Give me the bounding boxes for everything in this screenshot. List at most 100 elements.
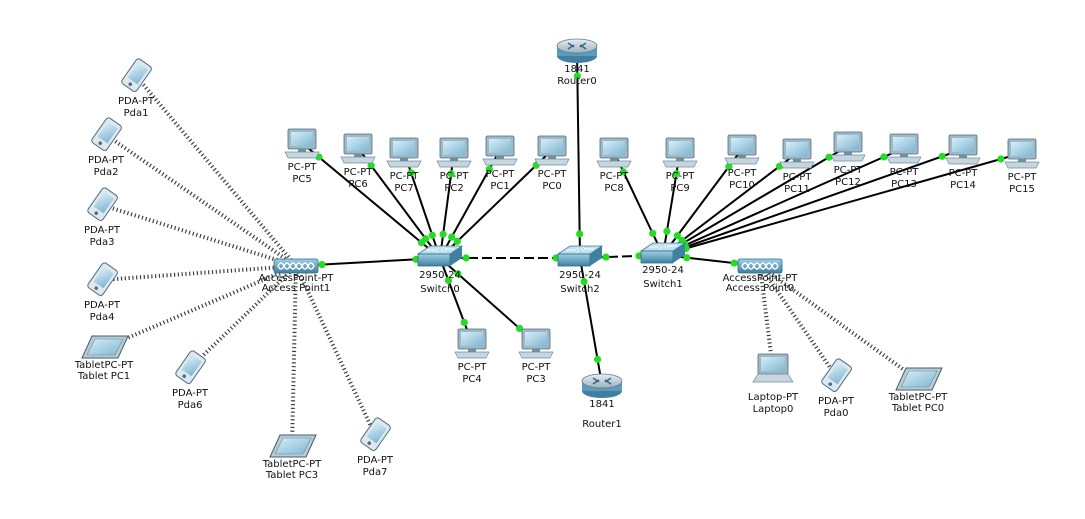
device-name-label: PC7 xyxy=(394,183,413,194)
pda-icon[interactable] xyxy=(121,58,153,93)
link-pc14-switch1[interactable] xyxy=(662,148,964,256)
pc-icon[interactable] xyxy=(534,135,570,166)
pc-icon[interactable] xyxy=(482,135,518,166)
pda-icon[interactable] xyxy=(91,117,123,152)
pda-icon[interactable] xyxy=(175,350,207,385)
link-router0-switch2[interactable] xyxy=(576,49,581,259)
device-type-label: 2950-24 xyxy=(559,270,601,281)
access-point-icon[interactable] xyxy=(737,258,783,274)
device-type-label: PDA-PT xyxy=(84,300,121,311)
link-pc5-switch0[interactable] xyxy=(301,142,441,259)
device-type-label: PC-PT xyxy=(783,172,813,183)
link-pc9-switch1[interactable] xyxy=(662,151,681,256)
pc-icon[interactable] xyxy=(386,137,422,168)
pda-icon[interactable] xyxy=(821,358,853,393)
pc-icon[interactable] xyxy=(1004,138,1040,169)
pda-icon[interactable] xyxy=(87,187,119,222)
device-type-label: PC-PT xyxy=(666,171,696,182)
link-pc13-switch1[interactable] xyxy=(662,147,905,256)
pc-icon[interactable] xyxy=(886,133,922,164)
pc-icon[interactable] xyxy=(662,137,698,168)
pc-icon[interactable] xyxy=(454,328,490,359)
link-status-dots xyxy=(315,72,1005,363)
laptop-icon[interactable] xyxy=(752,353,794,383)
pda-icon[interactable] xyxy=(87,262,119,297)
access-point-icon[interactable] xyxy=(273,258,319,274)
tablet-icon[interactable] xyxy=(81,335,129,359)
device-name-label: PC13 xyxy=(891,179,917,190)
router-icon[interactable] xyxy=(581,373,623,398)
link-up-dot xyxy=(649,229,657,237)
router-icon[interactable] xyxy=(556,38,598,63)
link-pc2-switch0[interactable] xyxy=(439,151,455,259)
link-pda3-ap1[interactable] xyxy=(101,203,297,268)
device-type-label: PDA-PT xyxy=(118,96,155,107)
link-pc8-switch1[interactable] xyxy=(613,151,664,256)
link-up-dot xyxy=(447,170,455,178)
device-name-label: PC0 xyxy=(542,181,561,192)
pc-icon[interactable] xyxy=(596,137,632,168)
switch-icon[interactable] xyxy=(556,245,604,267)
device-name-label: PC5 xyxy=(292,174,311,185)
pc-icon[interactable] xyxy=(518,328,554,359)
link-pc11-switch1[interactable] xyxy=(662,152,798,256)
pc-icon[interactable] xyxy=(724,134,760,165)
device-type-label: PC-PT xyxy=(834,165,864,176)
pc-icon[interactable] xyxy=(830,131,866,162)
tablet-icon[interactable] xyxy=(269,434,317,458)
device-name-label: Router0 xyxy=(557,76,597,87)
device-name-label: Tablet PC3 xyxy=(265,470,318,481)
link-tpc1-ap1[interactable] xyxy=(103,264,297,350)
switch-icon[interactable] xyxy=(639,242,687,264)
link-up-dot xyxy=(573,72,581,80)
link-pda6-ap1[interactable] xyxy=(188,264,298,370)
link-pc15-switch1[interactable] xyxy=(662,152,1023,256)
pc-icon[interactable] xyxy=(340,133,376,164)
tablet-icon[interactable] xyxy=(895,367,943,391)
pc-icon[interactable] xyxy=(284,128,320,159)
pc-icon[interactable] xyxy=(779,138,815,169)
device-type-label: Laptop-PT xyxy=(748,392,799,403)
switch-icon[interactable] xyxy=(416,245,464,267)
pda-icon[interactable] xyxy=(360,417,392,452)
link-pda7-ap1[interactable] xyxy=(294,265,377,436)
link-pda2-ap1[interactable] xyxy=(104,133,298,268)
pc-icon[interactable] xyxy=(945,134,981,165)
link-pc12-switch1[interactable] xyxy=(662,145,849,256)
pc-icon[interactable] xyxy=(436,137,472,168)
